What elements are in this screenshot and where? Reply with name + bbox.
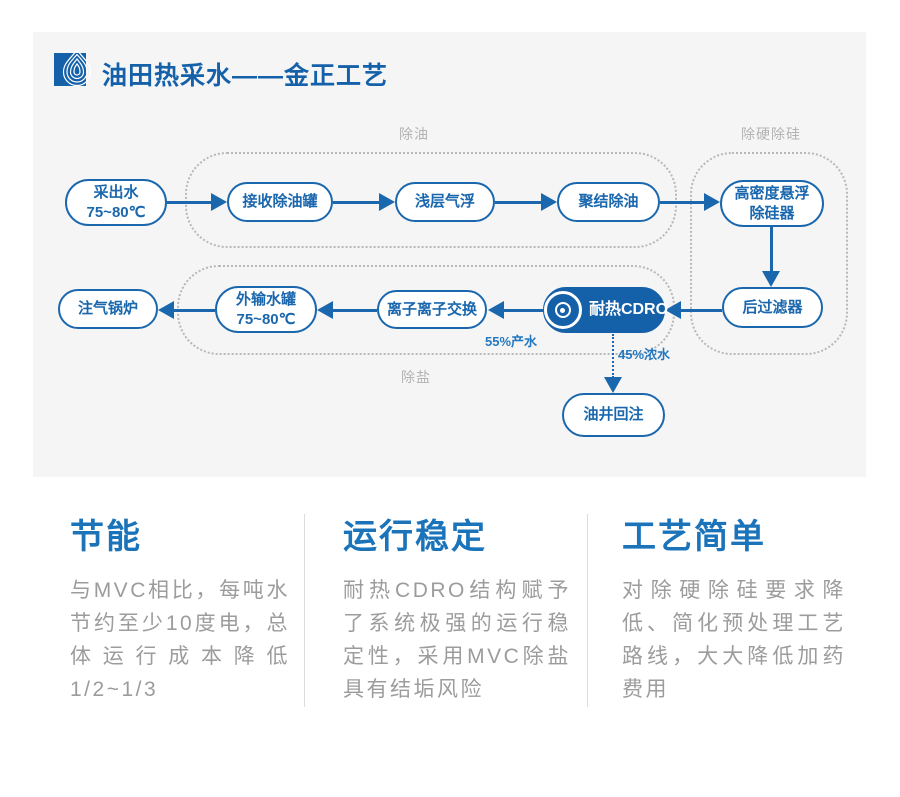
node-ion-exchange: 离子离子交换 [377,290,487,329]
node-well-reinjection: 油井回注 [562,393,665,437]
node-export-water-tank: 外输水罐 75~80℃ [215,286,317,333]
membrane-rings-icon [543,291,582,329]
arrow-left-icon [488,301,504,319]
node-label: 浅层气浮 [414,193,475,211]
feature-title: 工艺简单 [622,518,766,556]
arrow-line [333,201,381,204]
arrow-line [167,201,213,204]
feature-body: 对除硬除硅要求降低、简化预处理工艺路线，大大降低加药费用 [622,579,846,701]
group-label-oil-removal: 除油 [399,126,429,142]
node-label: 接收除油罐 [242,193,318,211]
arrow-line [770,227,773,273]
node-label: 外输水罐 [235,290,296,308]
arrow-right-icon [704,193,720,211]
arrow-left-icon [665,301,681,319]
label-concentrate-water: 45%浓水 [618,347,671,362]
node-label: 75~80℃ [86,203,146,221]
node-gas-injection-boiler: 注气锅炉 [58,289,158,329]
node-label: 离子离子交换 [386,300,477,318]
water-drop-icon [54,49,92,87]
node-high-density-desilicizer: 高密度悬浮 除硅器 [720,180,824,227]
node-label: 聚结除油 [578,193,639,211]
arrow-left-icon [158,301,174,319]
node-receiving-deoil-tank: 接收除油罐 [227,182,333,222]
dotted-arrow-line [612,334,614,378]
arrow-down-icon [604,377,622,393]
column-divider [587,514,588,707]
node-coalescing-deoil: 聚结除油 [557,182,660,222]
diagram-panel [33,32,866,477]
arrow-right-icon [541,193,557,211]
node-label: 耐热CDRO [588,301,669,319]
company-logo [54,47,94,89]
node-shallow-air-flotation: 浅层气浮 [395,182,495,222]
node-produced-water: 采出水 75~80℃ [65,179,167,226]
arrow-line [331,309,377,312]
arrow-left-icon [317,301,333,319]
feature-title: 节能 [70,518,142,556]
feature-title: 运行稳定 [343,518,487,556]
node-post-filter: 后过滤器 [722,287,823,328]
group-oil-removal [185,152,677,248]
group-label-hardness-silica: 除硬除硅 [741,126,801,142]
feature-stable-operation: 运行稳定 耐热CDRO结构赋予了系统极强的运行稳定性，采用MVC除盐具有结垢风险 [343,509,571,706]
feature-body: 耐热CDRO结构赋予了系统极强的运行稳定性，采用MVC除盐具有结垢风险 [343,579,571,701]
node-label: 注气锅炉 [77,300,138,318]
feature-simple-process: 工艺简单 对除硬除硅要求降低、简化预处理工艺路线，大大降低加药费用 [622,509,846,706]
arrow-line [502,309,543,312]
column-divider [304,514,305,707]
arrow-line [679,309,722,312]
feature-body: 与MVC相比，每吨水节约至少10度电，总体运行成本降低1/2~1/3 [70,579,290,701]
arrow-right-icon [379,193,395,211]
node-label: 采出水 [93,183,139,201]
feature-energy-saving: 节能 与MVC相比，每吨水节约至少10度电，总体运行成本降低1/2~1/3 [70,509,290,706]
node-label: 除硅器 [749,204,795,222]
arrow-line [495,201,543,204]
arrow-line [172,309,215,312]
arrow-down-icon [762,271,780,287]
node-heat-resistant-cdro: 耐热CDRO [543,287,669,333]
page-title: 油田热采水——金正工艺 [102,62,389,90]
node-label: 高密度悬浮 [734,184,810,202]
arrow-right-icon [211,193,227,211]
group-hardness-silica-removal [690,152,848,355]
node-label: 75~80℃ [236,310,296,328]
arrow-line [660,201,706,204]
node-label: 油井回注 [583,406,644,424]
group-label-desalination: 除盐 [401,369,431,385]
node-label: 后过滤器 [742,298,803,316]
label-product-water: 55%产水 [485,334,538,349]
